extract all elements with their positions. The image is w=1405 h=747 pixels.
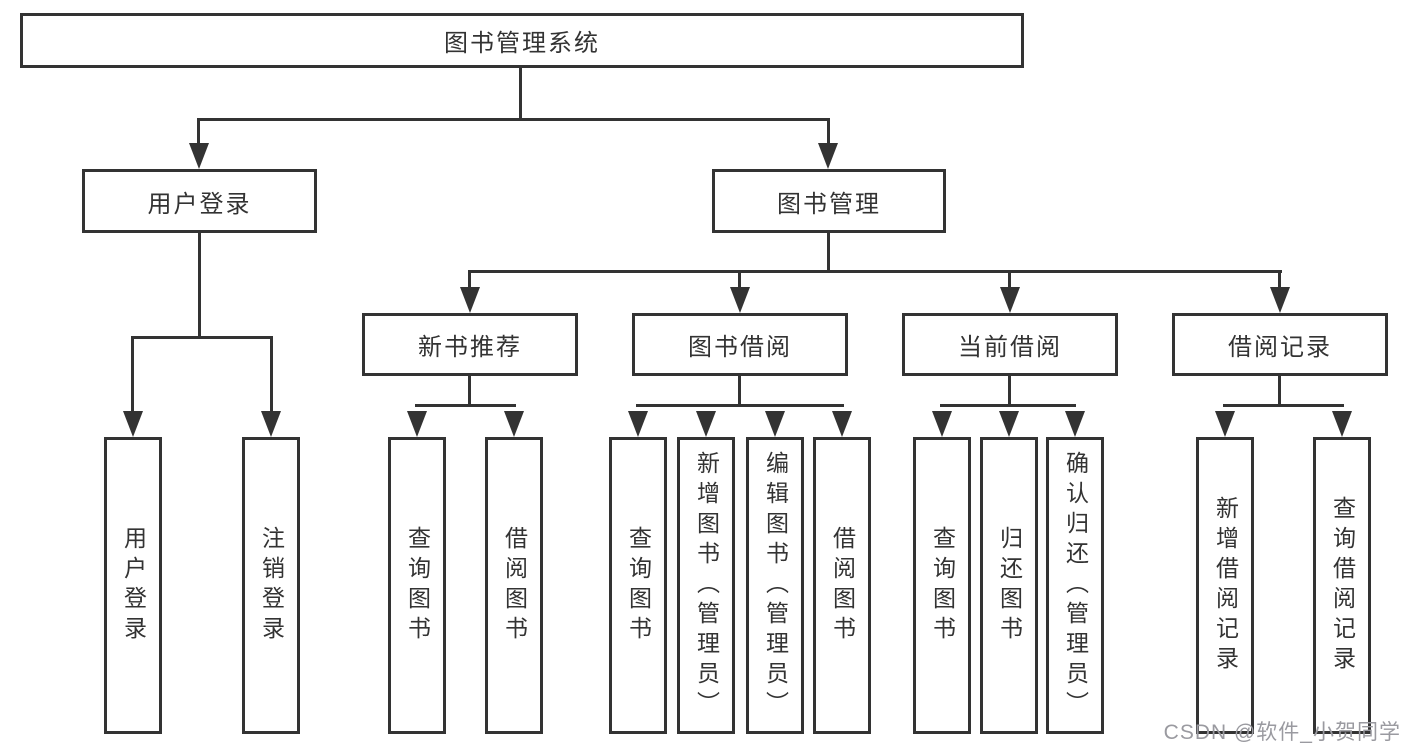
node-new-book-recommend: 新书推荐: [362, 313, 578, 376]
leaf-bb-query-books: 查询图书: [609, 437, 667, 734]
node-root: 图书管理系统: [20, 13, 1024, 68]
connector-line: [270, 336, 273, 413]
connector-arrow: [261, 411, 281, 437]
leaf-bb-borrow-books: 借阅图书: [813, 437, 871, 734]
connector-arrow: [407, 411, 427, 437]
connector-line: [738, 376, 741, 407]
connector-line: [636, 404, 844, 407]
leaf-bb-add-books-admin: 新增图书（管理员）: [677, 437, 735, 734]
connector-line: [1278, 376, 1281, 407]
connector-arrow: [1215, 411, 1235, 437]
connector-line: [415, 404, 516, 407]
connector-line: [1008, 376, 1011, 407]
connector-arrow: [1000, 287, 1020, 313]
connector-arrow: [765, 411, 785, 437]
connector-arrow: [999, 411, 1019, 437]
node-book-borrow: 图书借阅: [632, 313, 848, 376]
leaf-nbr-borrow-books: 借阅图书: [485, 437, 543, 734]
leaf-cb-return-books: 归还图书: [980, 437, 1038, 734]
leaf-br-add-record: 新增借阅记录: [1196, 437, 1254, 734]
connector-arrow: [818, 143, 838, 169]
leaf-logout: 注销登录: [242, 437, 300, 734]
leaf-nbr-query-books: 查询图书: [388, 437, 446, 734]
node-borrow-records: 借阅记录: [1172, 313, 1388, 376]
connector-line: [198, 233, 201, 336]
connector-line: [468, 376, 471, 407]
connector-line: [197, 118, 200, 146]
connector-arrow: [832, 411, 852, 437]
connector-line: [468, 270, 1282, 273]
connector-line: [1008, 270, 1011, 290]
leaf-cb-query-books: 查询图书: [913, 437, 971, 734]
connector-arrow: [1270, 287, 1290, 313]
connector-arrow: [1332, 411, 1352, 437]
connector-line: [131, 336, 273, 339]
connector-line: [131, 336, 134, 413]
connector-line: [940, 404, 1076, 407]
connector-line: [519, 68, 522, 118]
leaf-br-query-record: 查询借阅记录: [1313, 437, 1371, 734]
watermark: CSDN @软件_小贺同学: [1163, 721, 1401, 744]
connector-arrow: [1065, 411, 1085, 437]
connector-line: [827, 233, 830, 270]
connector-arrow: [628, 411, 648, 437]
connector-line: [468, 270, 471, 290]
leaf-bb-edit-books-admin: 编辑图书（管理员）: [746, 437, 804, 734]
connector-arrow: [189, 143, 209, 169]
connector-line: [1223, 404, 1344, 407]
connector-arrow: [932, 411, 952, 437]
connector-arrow: [504, 411, 524, 437]
connector-line: [738, 270, 741, 290]
leaf-user-login: 用户登录: [104, 437, 162, 734]
connector-arrow: [123, 411, 143, 437]
node-book-management: 图书管理: [712, 169, 946, 233]
connector-arrow: [696, 411, 716, 437]
connector-line: [197, 118, 830, 121]
connector-line: [827, 118, 830, 146]
node-current-borrow: 当前借阅: [902, 313, 1118, 376]
leaf-cb-confirm-return-admin: 确认归还（管理员）: [1046, 437, 1104, 734]
connector-arrow: [460, 287, 480, 313]
connector-line: [1278, 270, 1281, 290]
connector-arrow: [730, 287, 750, 313]
node-user-login: 用户登录: [82, 169, 317, 233]
